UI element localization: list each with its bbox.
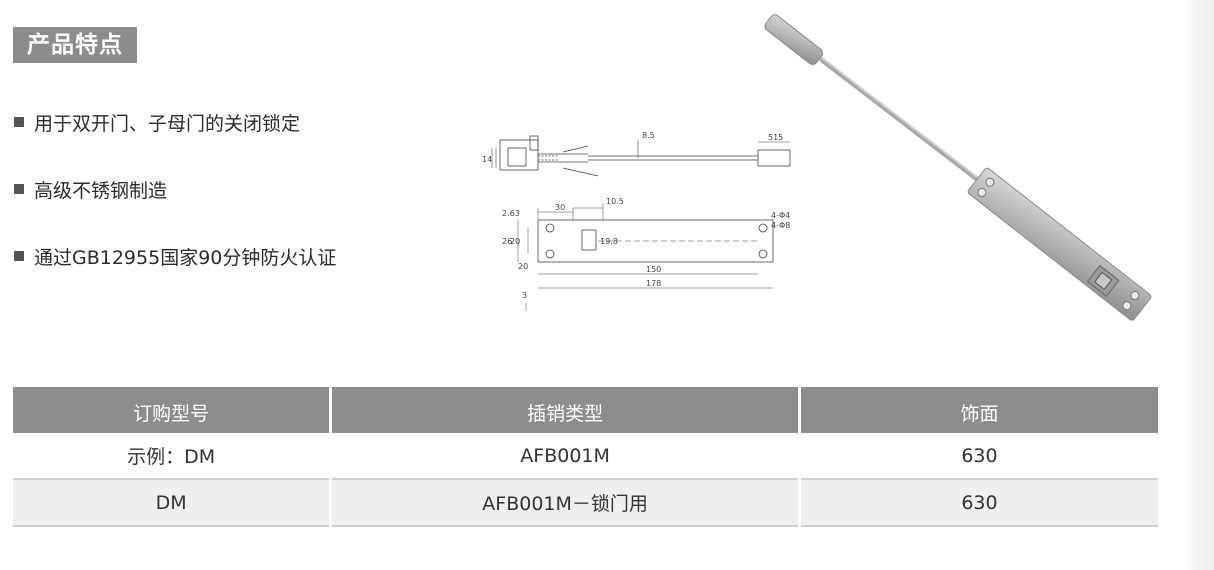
table-row: 示例：DM AFB001M 630 bbox=[13, 433, 1158, 480]
table-cell: 630 bbox=[800, 480, 1158, 527]
square-bullet-icon bbox=[14, 117, 24, 127]
feature-item: 用于双开门、子母门的关闭锁定 bbox=[14, 105, 336, 139]
dim-label: 4-Φ4 bbox=[771, 211, 790, 220]
column-header-model: 订购型号 bbox=[13, 387, 330, 433]
dim-label: 2.63 bbox=[502, 209, 520, 218]
dim-label: 515 bbox=[768, 133, 783, 142]
table-row: DM AFB001M－锁门用 630 bbox=[13, 480, 1158, 527]
dim-label: 14 bbox=[482, 155, 492, 164]
dim-label: 26 bbox=[502, 237, 512, 246]
dim-label: 150 bbox=[646, 265, 661, 274]
square-bullet-icon bbox=[14, 184, 24, 194]
order-spec-table: 订购型号 插销类型 饰面 示例：DM AFB001M 630 DM AFB001… bbox=[10, 387, 1161, 527]
table-cell: DM bbox=[13, 480, 330, 527]
dim-label: 20 bbox=[510, 237, 520, 246]
table-cell: 630 bbox=[800, 433, 1158, 480]
feature-text: 通过GB12955国家90分钟防火认证 bbox=[34, 246, 337, 269]
section-title: 产品特点 bbox=[13, 27, 137, 63]
table-cell: 示例：DM bbox=[13, 433, 330, 480]
dim-label: 10.5 bbox=[606, 197, 624, 206]
page-edge-shadow bbox=[1186, 0, 1214, 570]
dim-label: 20 bbox=[518, 262, 528, 271]
dim-label: 178 bbox=[646, 279, 661, 288]
dim-label: 3 bbox=[522, 291, 527, 300]
dim-label: 8.5 bbox=[642, 131, 655, 140]
feature-item: 通过GB12955国家90分钟防火认证 bbox=[14, 239, 336, 273]
table-cell: AFB001M－锁门用 bbox=[332, 480, 798, 527]
column-header-bolt-type: 插销类型 bbox=[332, 387, 798, 433]
dim-label: 19.8 bbox=[600, 237, 618, 246]
technical-drawing: 2.63 30 10.5 26 20 19.8 20 150 178 3 4-Φ… bbox=[482, 131, 791, 311]
flush-bolt-product-photo bbox=[764, 14, 1152, 321]
column-header-finish: 饰面 bbox=[800, 387, 1158, 433]
square-bullet-icon bbox=[14, 251, 24, 261]
table-cell: AFB001M bbox=[332, 433, 798, 480]
feature-text: 高级不锈钢制造 bbox=[34, 179, 168, 202]
dim-label: 4-Φ8 bbox=[771, 221, 790, 230]
feature-item: 高级不锈钢制造 bbox=[14, 172, 336, 206]
feature-list: 用于双开门、子母门的关闭锁定 高级不锈钢制造 通过GB12955国家90分钟防火… bbox=[14, 105, 336, 306]
table-header-row: 订购型号 插销类型 饰面 bbox=[13, 387, 1158, 433]
dim-label: 30 bbox=[555, 203, 565, 212]
feature-text: 用于双开门、子母门的关闭锁定 bbox=[34, 112, 301, 135]
